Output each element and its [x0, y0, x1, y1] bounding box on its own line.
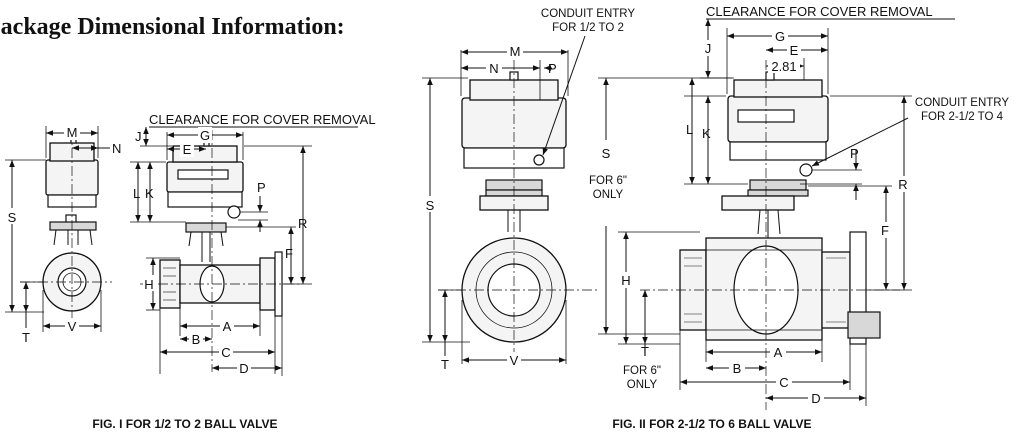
fig1-dim-v-label: V: [68, 319, 77, 334]
fig2-front-view: [640, 60, 900, 410]
fig2-caption: FIG. II FOR 2-1/2 TO 6 BALL VALVE: [612, 417, 811, 431]
fig1-dim-c-label: C: [221, 345, 230, 360]
fig1-dim-h-label: H: [144, 277, 153, 292]
fig2-dim-v-label: V: [510, 353, 519, 368]
fig2-for6-lower-line1: FOR 6": [623, 365, 661, 377]
fig2-dim-f-label: F: [881, 223, 889, 238]
fig2-dim-e-label: E: [790, 43, 799, 58]
fig1-dim-g-label: G: [200, 128, 210, 143]
fig1-dim-t-label: T: [22, 330, 30, 345]
fig2-for6-lower-line2: ONLY: [627, 379, 658, 391]
fig1-front-dimensions: CLEARANCE FOR COVER REMOVAL G E J L K P: [130, 112, 376, 376]
fig2-dim-p-right-label: P: [850, 146, 859, 161]
fig2-conduit-small-line1: CONDUIT ENTRY: [541, 8, 635, 20]
fig1-dim-l-label: L: [133, 186, 140, 201]
fig2-for6-upper-line2: ONLY: [593, 189, 624, 201]
fig1-dim-n-label: N: [112, 141, 121, 156]
fig2-dim-t-label: T: [441, 357, 449, 372]
fig1-dim-e-label: E: [183, 142, 192, 157]
fig1-dim-j-label: J: [135, 129, 142, 144]
fig2-dim-d-label: D: [811, 391, 820, 406]
fig1-dim-p-label: P: [257, 180, 266, 195]
fig1-dim-s-label: S: [8, 210, 17, 225]
fig1-dim-b-label: B: [192, 332, 201, 347]
fig2-dim-281-label: 2.81: [771, 59, 796, 74]
fig2-dim-c-label: C: [779, 375, 788, 390]
fig2-side-dimensions: M N P CONDUIT ENTRY FOR 1/2 TO 2 S T V: [422, 8, 635, 372]
fig2-dim-l-label: L: [686, 122, 693, 137]
fig2-dim-p-top-label: P: [548, 61, 557, 76]
fig2-dim-t-front-label: T: [641, 344, 649, 359]
fig2-dim-j-label: J: [705, 41, 712, 56]
fig2-clearance-text: CLEARANCE FOR COVER REMOVAL: [706, 4, 933, 19]
fig2-conduit-large-line1: CONDUIT ENTRY: [915, 97, 1009, 109]
fig2-for6-upper-line1: FOR 6": [589, 175, 627, 187]
fig2-dim-n-label: N: [489, 61, 498, 76]
fig2-conduit-large-line2: FOR 2-1/2 TO 4: [921, 111, 1004, 123]
page-title: Package Dimensional Information:: [0, 14, 345, 40]
fig1-dim-r-label: R: [298, 216, 307, 231]
fig1-caption: FIG. I FOR 1/2 TO 2 BALL VALVE: [92, 417, 277, 431]
fig1-dim-k-label: K: [145, 186, 154, 201]
fig2-dim-s-front-label: S: [602, 146, 611, 161]
fig2-dim-s-label: S: [426, 198, 435, 213]
fig1-dim-f-label: F: [285, 246, 293, 261]
fig1-dim-a-label: A: [223, 319, 232, 334]
fig2-dim-m-label: M: [510, 44, 521, 59]
fig1-side-dimensions: M N S T V: [5, 124, 121, 345]
fig2-dim-b-label: B: [733, 361, 742, 376]
fig2-front-dimensions: CLEARANCE FOR COVER REMOVAL G E 2.81 J L…: [589, 4, 1009, 406]
fig1-dim-m-label: M: [67, 125, 78, 140]
fig2-side-conduit-icon: [533, 154, 545, 166]
fig1-front-view: [140, 130, 300, 372]
fig1-dim-d-label: D: [239, 361, 248, 376]
fig2-dim-g-label: G: [775, 29, 785, 44]
fig2-dim-h-label: H: [621, 273, 630, 288]
fig2-dim-a-label: A: [774, 345, 783, 360]
fig2-dim-r-label: R: [898, 177, 907, 192]
fig2-dim-k-label: K: [702, 126, 711, 141]
fig2-conduit-icon: [799, 163, 813, 177]
fig1-conduit-icon: [227, 205, 241, 219]
fig1-clearance-text: CLEARANCE FOR COVER REMOVAL: [149, 112, 376, 127]
fig2-conduit-small-line2: FOR 1/2 TO 2: [552, 22, 624, 34]
